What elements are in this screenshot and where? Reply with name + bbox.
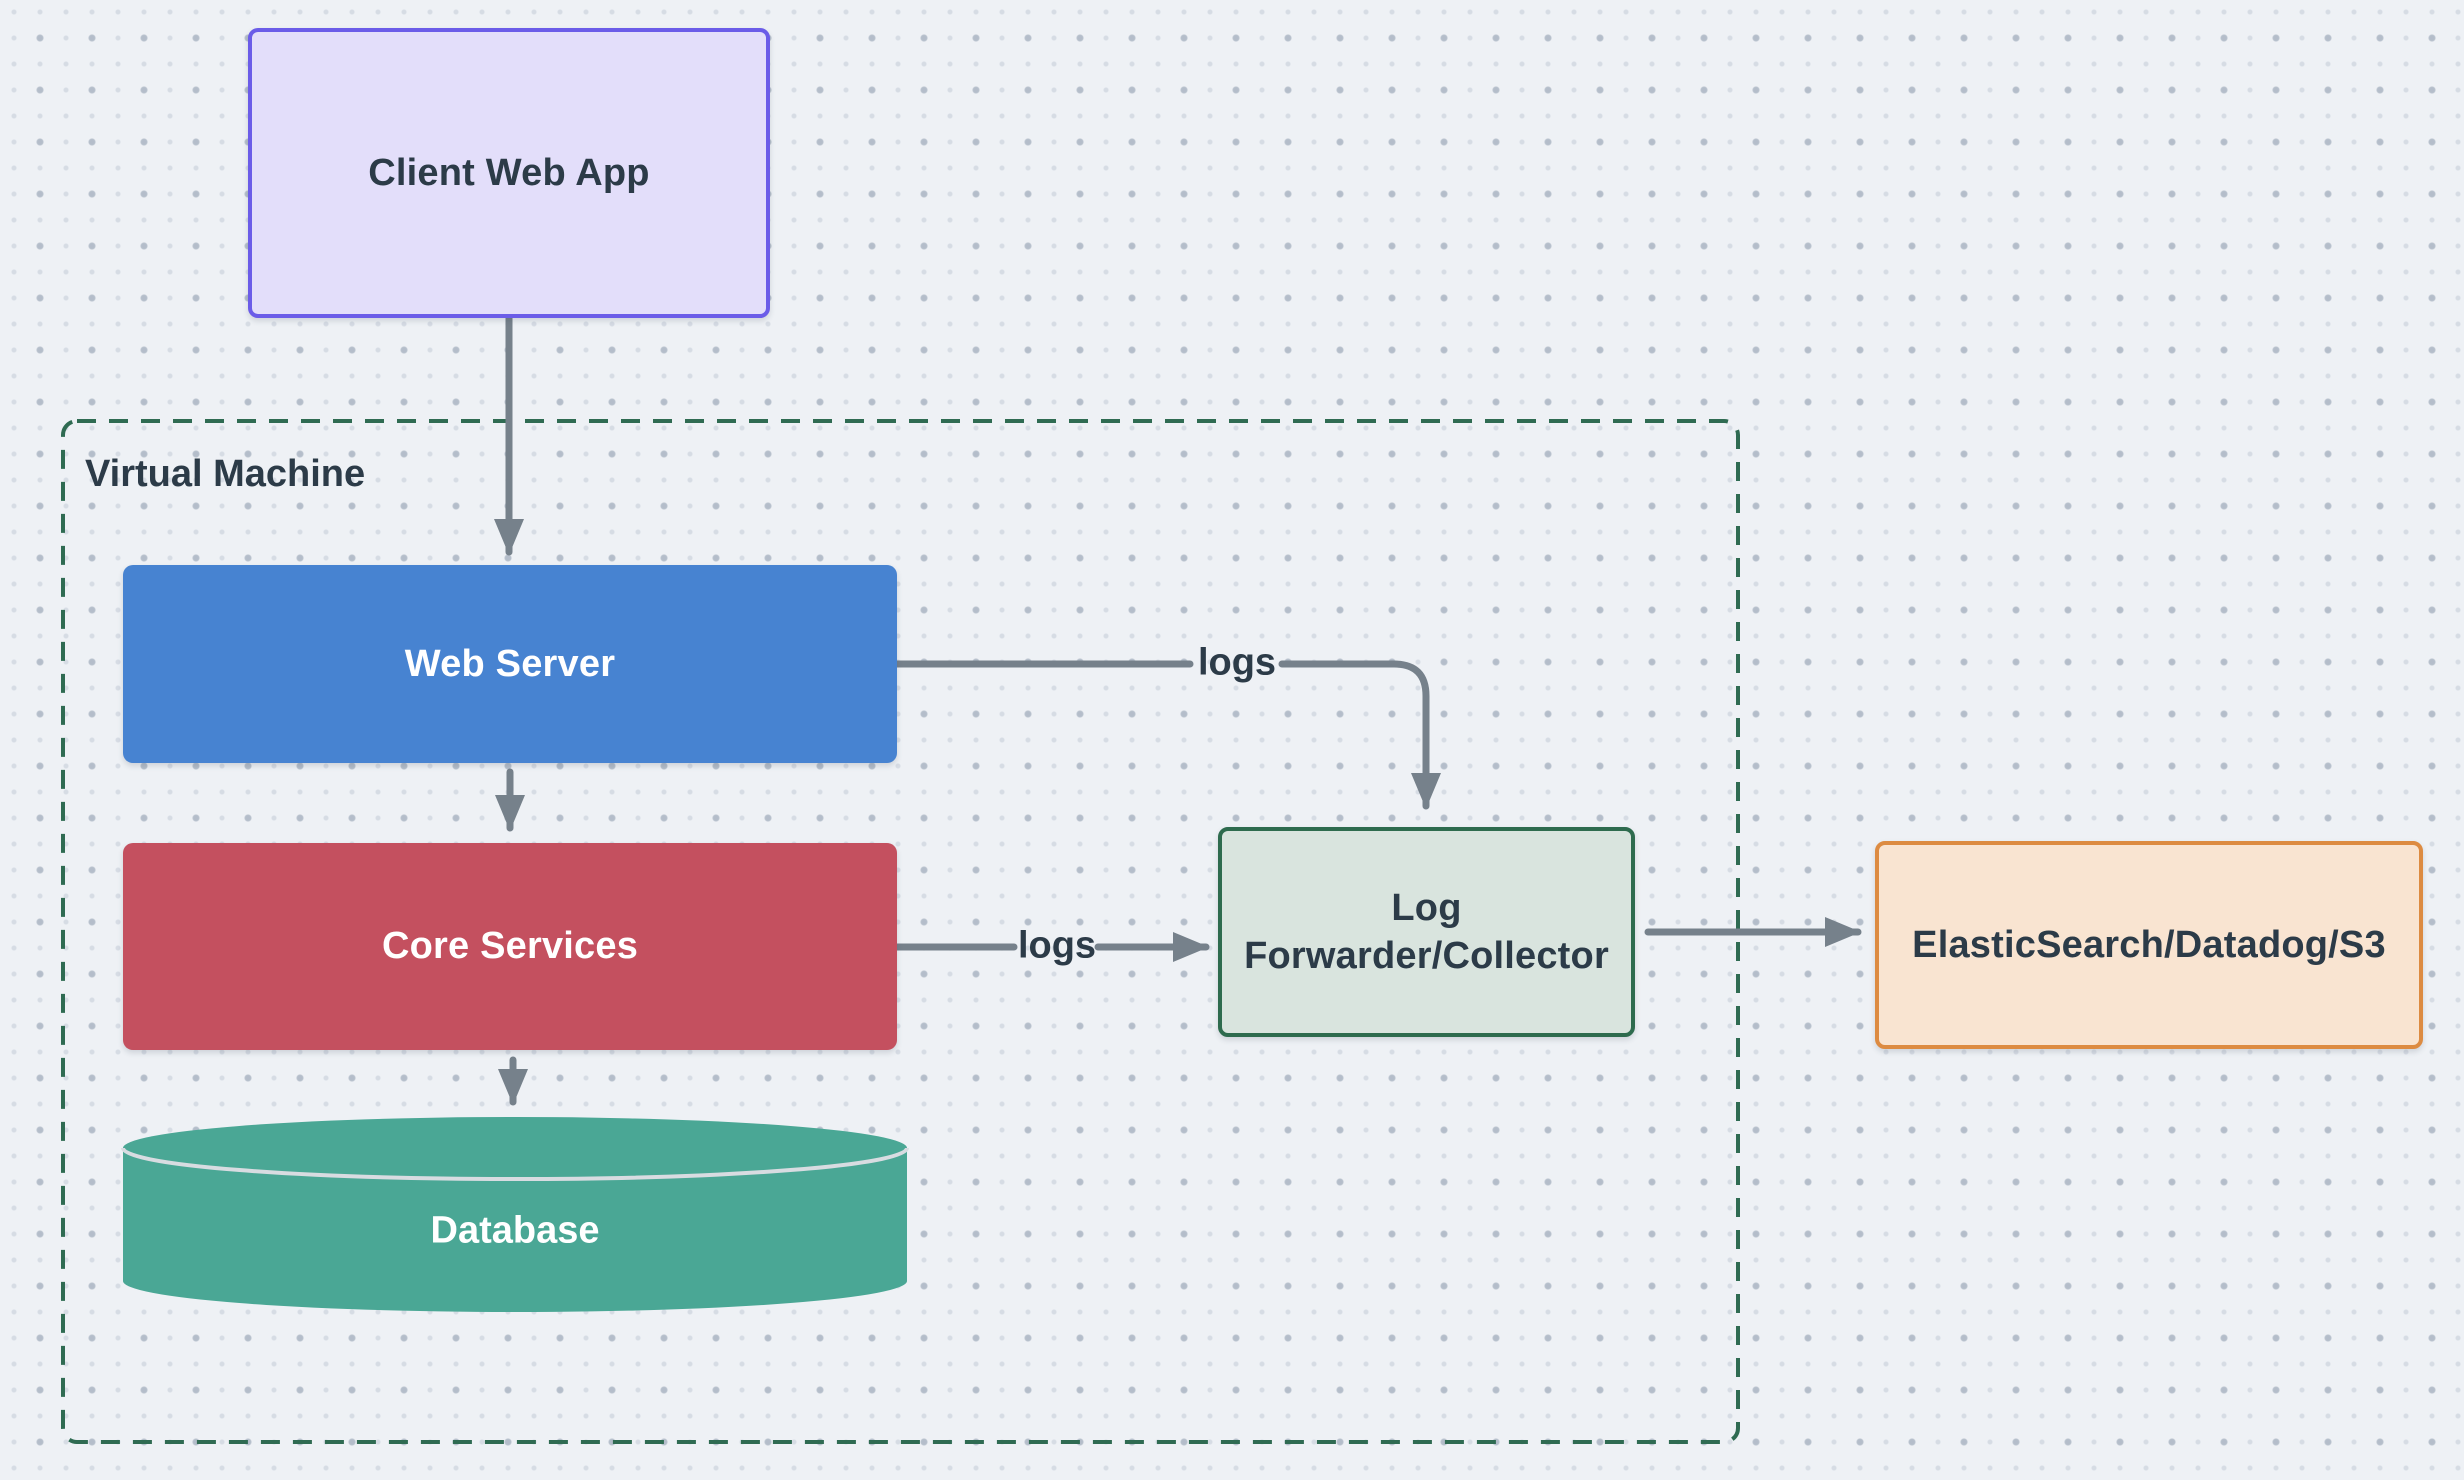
core-services-node[interactable]: Core Services — [123, 843, 897, 1050]
log-forwarder-node[interactable]: Log Forwarder/Collector — [1218, 827, 1635, 1037]
log-forwarder-label-line1: Log — [1391, 887, 1462, 929]
web-server-node[interactable]: Web Server — [123, 565, 897, 763]
client-web-app-label: Client Web App — [368, 151, 650, 194]
virtual-machine-label: Virtual Machine — [85, 453, 366, 495]
web-server-label: Web Server — [404, 642, 616, 685]
database-label: Database — [430, 1209, 600, 1252]
cylinder-lid — [123, 1117, 907, 1179]
core-services-label: Core Services — [381, 925, 639, 967]
cylinder-seam-line — [121, 1147, 909, 1181]
arrow-webserver-to-logforwarder — [1278, 660, 1441, 810]
log-forwarder-label-line2: Forwarder/Collector — [1244, 935, 1609, 977]
client-web-app-node[interactable]: Client Web App — [248, 28, 770, 318]
log-forwarder-label: Log Forwarder/Collector — [1244, 884, 1609, 980]
webserver-logs-edge-label: logs — [1197, 641, 1277, 684]
elasticsearch-label: ElasticSearch/Datadog/S3 — [1912, 923, 2386, 966]
core-logs-edge-label: logs — [1017, 924, 1097, 967]
elasticsearch-node[interactable]: ElasticSearch/Datadog/S3 — [1875, 841, 2423, 1049]
